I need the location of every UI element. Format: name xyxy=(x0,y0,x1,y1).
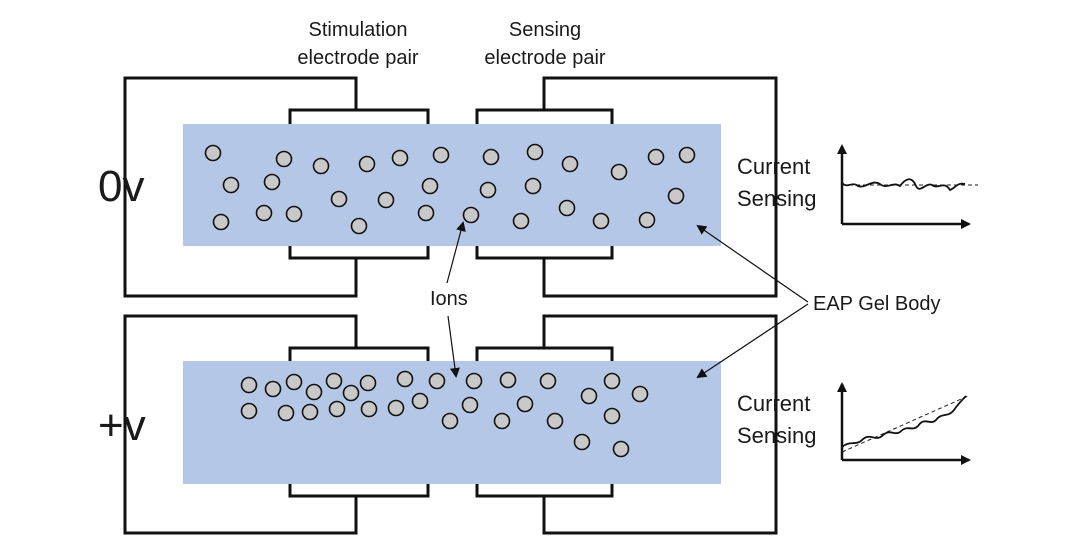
ion xyxy=(610,163,628,181)
ion xyxy=(212,213,230,231)
current-sensing-label-bottom-line1: Current xyxy=(737,391,810,416)
ion xyxy=(512,212,530,230)
ion xyxy=(603,407,621,425)
ions-bottom xyxy=(240,370,649,458)
ion xyxy=(524,177,542,195)
ion xyxy=(360,400,378,418)
ion xyxy=(558,199,576,217)
ion xyxy=(516,395,534,413)
ion xyxy=(240,402,258,420)
ions-arrow-top xyxy=(446,221,466,284)
ion xyxy=(328,400,346,418)
current-sensing-label-bottom-line2: Sensing xyxy=(737,423,817,448)
gel-arrow-bottom xyxy=(696,303,809,379)
ion xyxy=(255,204,273,222)
current-sensing-label-top-line1: Current xyxy=(737,154,810,179)
ion xyxy=(330,190,348,208)
ion xyxy=(285,373,303,391)
ion xyxy=(526,143,544,161)
stimulation-circuit-top xyxy=(123,76,430,298)
ion xyxy=(285,205,303,223)
ion xyxy=(561,155,579,173)
ions-top xyxy=(204,143,696,235)
signal-baseline-bottom xyxy=(841,395,969,453)
ion xyxy=(391,149,409,167)
ion xyxy=(204,144,222,162)
ion xyxy=(592,212,610,230)
ion xyxy=(441,412,459,430)
ion xyxy=(342,384,360,402)
ion xyxy=(305,383,323,401)
ion xyxy=(461,396,479,414)
ion xyxy=(377,191,395,209)
ion xyxy=(358,155,376,173)
ion xyxy=(678,146,696,164)
ion xyxy=(647,148,665,166)
sensing-circuit-top xyxy=(475,76,778,298)
ions-arrow-bottom xyxy=(447,315,460,378)
voltage-label-top: 0v xyxy=(98,162,144,211)
ion xyxy=(387,399,405,417)
sensing-label-line2: electrode pair xyxy=(484,47,606,69)
signal-trace-top xyxy=(841,178,966,192)
ion xyxy=(222,176,240,194)
bottom-panel: +v Current Sensing xyxy=(98,314,971,535)
ion xyxy=(539,372,557,390)
ion xyxy=(603,372,621,390)
ion xyxy=(479,181,497,199)
ion xyxy=(421,177,439,195)
ion xyxy=(350,217,368,235)
ion xyxy=(411,392,429,410)
ion xyxy=(263,173,281,191)
signal-graph-top xyxy=(837,144,978,229)
ion xyxy=(462,206,480,224)
stimulation-circuit-bottom xyxy=(123,314,430,535)
sensing-label-line1: Sensing xyxy=(509,19,581,41)
ion xyxy=(612,440,630,458)
ion xyxy=(667,187,685,205)
sensing-circuit-bottom xyxy=(475,314,778,535)
ion xyxy=(359,374,377,392)
ion xyxy=(301,403,319,421)
ion xyxy=(325,372,343,390)
gel-arrow-top xyxy=(696,224,809,303)
current-sensing-label-top-line2: Sensing xyxy=(737,186,817,211)
stimulation-label-line1: Stimulation xyxy=(309,19,408,41)
ion xyxy=(638,211,656,229)
ion xyxy=(432,146,450,164)
ion xyxy=(396,370,414,388)
top-panel: 0v Current Sensing xyxy=(98,76,978,298)
ion xyxy=(417,204,435,222)
ion xyxy=(631,385,649,403)
ion xyxy=(428,372,446,390)
signal-graph-bottom xyxy=(837,382,971,465)
ion xyxy=(240,376,258,394)
signal-trace-bottom xyxy=(841,395,967,448)
ion xyxy=(580,387,598,405)
ion xyxy=(493,412,511,430)
voltage-label-bottom: +v xyxy=(98,401,146,450)
ions-label: Ions xyxy=(430,288,468,310)
ion xyxy=(465,372,483,390)
ion xyxy=(546,412,564,430)
ion xyxy=(277,404,295,422)
ion xyxy=(482,148,500,166)
ion xyxy=(573,433,591,451)
gel-body-label: EAP Gel Body xyxy=(813,293,940,315)
ion xyxy=(499,371,517,389)
stimulation-label-line2: electrode pair xyxy=(297,47,419,69)
ion xyxy=(264,380,282,398)
gel-body-top xyxy=(183,124,721,246)
ion xyxy=(312,157,330,175)
ion xyxy=(275,150,293,168)
